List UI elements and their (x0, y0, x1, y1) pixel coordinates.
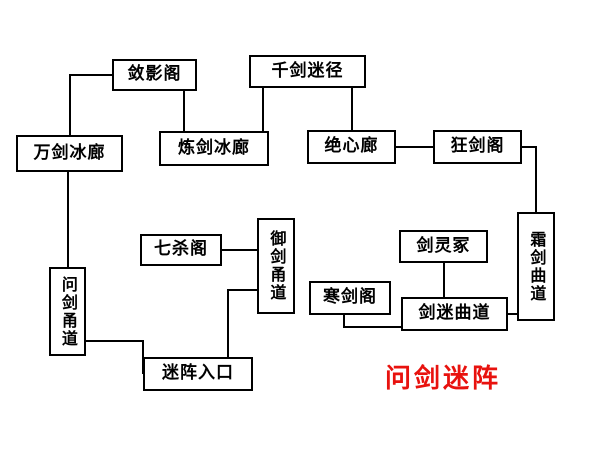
node-yujian-yongdao[interactable]: 御剑甬道 (257, 218, 295, 314)
connector-hanjian-ge-to-jianmi-qudao (343, 315, 401, 328)
node-hanjian-ge[interactable]: 寒剑阁 (309, 281, 391, 315)
connector-lianying-ge-to-wanjian-binglang (69, 74, 112, 135)
node-qianjian-mijing[interactable]: 千剑迷径 (249, 55, 366, 88)
connector-wenjian-yongdao-to-mizhen-rukou (86, 340, 144, 374)
connector-kuangjian-ge-to-shuangjian-qudao (522, 146, 537, 212)
connector-yujian-yongdao-to-mizhen-rukou (227, 289, 257, 357)
node-lianying-ge[interactable]: 敛影阁 (112, 59, 197, 91)
node-kuangjian-ge[interactable]: 狂剑阁 (433, 130, 522, 164)
map-title: 问剑迷阵 (385, 364, 502, 394)
node-wanjian-binglang[interactable]: 万剑冰廊 (16, 135, 123, 172)
node-jianling-zhong[interactable]: 剑灵冢 (399, 230, 488, 263)
node-shuangjian-qudao[interactable]: 霜剑曲道 (517, 212, 555, 321)
node-lianjian-binglang[interactable]: 炼剑冰廊 (159, 131, 269, 166)
node-wenjian-yongdao[interactable]: 问剑甬道 (49, 267, 86, 356)
node-juexin-lang[interactable]: 绝心廊 (307, 130, 396, 164)
node-mizhen-rukou[interactable]: 迷阵入口 (143, 357, 253, 391)
node-qisha-ge[interactable]: 七杀阁 (140, 234, 222, 266)
node-jianmi-qudao[interactable]: 剑迷曲道 (401, 297, 508, 331)
